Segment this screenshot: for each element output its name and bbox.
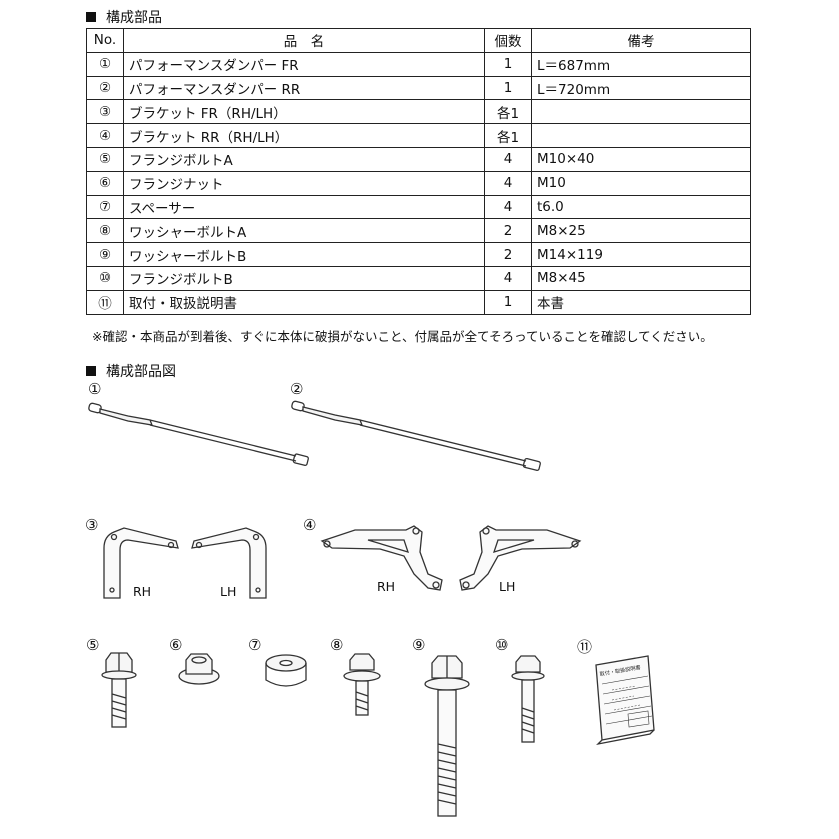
cell-no: ⑪ bbox=[86, 289, 124, 315]
damper-rr-drawing bbox=[291, 400, 541, 472]
cell-qty: 2 bbox=[484, 218, 532, 244]
fig-label-5: ⑤ bbox=[86, 636, 100, 654]
fig-label-4: ④ bbox=[303, 516, 317, 534]
table-header-row: No. 品 名 個数 備考 bbox=[86, 28, 751, 53]
square-bullet-icon bbox=[86, 366, 96, 376]
manual-booklet-drawing bbox=[595, 655, 655, 746]
flange-nut-drawing bbox=[178, 653, 220, 685]
fig3-rh-label: RH bbox=[133, 584, 152, 599]
bracket-rr-lh-drawing bbox=[459, 525, 582, 591]
washer-bolt-b-drawing bbox=[424, 655, 470, 817]
cell-no: ⑥ bbox=[86, 170, 124, 196]
cell-no: ④ bbox=[86, 123, 124, 148]
cell-no: ① bbox=[86, 51, 124, 77]
bracket-rr-rh-drawing bbox=[320, 525, 443, 591]
header-qty: 個数 bbox=[484, 28, 532, 53]
cell-note: M10×40 bbox=[531, 146, 751, 172]
diagram-section-title: 構成部品図 bbox=[86, 361, 176, 381]
cell-qty: 4 bbox=[484, 170, 532, 196]
fig-label-10: ⑩ bbox=[495, 636, 509, 654]
bracket-fr-lh-drawing bbox=[191, 527, 267, 599]
cell-name: パフォーマンスダンパー FR bbox=[123, 51, 485, 77]
confirmation-note: ※確認・本商品が到着後、すぐに本体に破損がないこと、付属品が全てそろっていること… bbox=[92, 329, 713, 344]
parts-section-label: 構成部品 bbox=[106, 10, 162, 26]
cell-name: ブラケット RR（RH/LH） bbox=[123, 123, 485, 148]
cell-no: ⑤ bbox=[86, 146, 124, 172]
square-bullet-icon bbox=[86, 12, 96, 22]
cell-qty: 4 bbox=[484, 194, 532, 220]
flange-bolt-b-drawing bbox=[511, 655, 545, 743]
header-no: No. bbox=[86, 28, 124, 53]
cell-note: 本書 bbox=[531, 289, 751, 315]
damper-fr-drawing bbox=[88, 402, 309, 467]
cell-name: 取付・取扱説明書 bbox=[123, 289, 485, 315]
fig-label-8: ⑧ bbox=[330, 636, 344, 654]
fig-label-11: ⑪ bbox=[577, 638, 593, 656]
cell-name: パフォーマンスダンパー RR bbox=[123, 75, 485, 101]
cell-name: スペーサー bbox=[123, 194, 485, 220]
fig4-rh-label: RH bbox=[377, 579, 396, 594]
fig-label-3: ③ bbox=[85, 516, 99, 534]
cell-name: ワッシャーボルトA bbox=[123, 218, 485, 244]
flange-bolt-a-drawing bbox=[101, 652, 137, 728]
fig-label-7: ⑦ bbox=[248, 636, 262, 654]
cell-no: ⑩ bbox=[86, 265, 124, 291]
cell-qty: 2 bbox=[484, 242, 532, 267]
spacer-drawing bbox=[265, 654, 307, 687]
cell-no: ⑧ bbox=[86, 218, 124, 244]
washer-bolt-a-drawing bbox=[343, 653, 381, 716]
diagram-section-label: 構成部品図 bbox=[106, 364, 176, 380]
bracket-fr-rh-drawing bbox=[103, 527, 179, 599]
cell-note: L＝687mm bbox=[531, 51, 751, 77]
fig4-lh-label: LH bbox=[499, 579, 516, 594]
cell-name: ブラケット FR（RH/LH） bbox=[123, 99, 485, 125]
cell-no: ⑨ bbox=[86, 242, 124, 267]
cell-name: フランジナット bbox=[123, 170, 485, 196]
cell-note: t6.0 bbox=[531, 194, 751, 220]
cell-name: フランジボルトB bbox=[123, 265, 485, 291]
cell-note: M8×25 bbox=[531, 218, 751, 244]
cell-name: フランジボルトA bbox=[123, 146, 485, 172]
cell-note: L＝720mm bbox=[531, 75, 751, 101]
cell-qty: 4 bbox=[484, 146, 532, 172]
cell-note: M14×119 bbox=[531, 242, 751, 267]
cell-no: ⑦ bbox=[86, 194, 124, 220]
fig-label-6: ⑥ bbox=[169, 636, 183, 654]
fig-label-9: ⑨ bbox=[412, 636, 426, 654]
parts-section-title: 構成部品 bbox=[86, 7, 162, 27]
cell-note bbox=[531, 123, 751, 148]
cell-note: M10 bbox=[531, 170, 751, 196]
fig3-lh-label: LH bbox=[220, 584, 237, 599]
fig-label-1: ① bbox=[88, 380, 102, 398]
header-name: 品 名 bbox=[123, 28, 485, 53]
cell-qty: 各1 bbox=[484, 123, 532, 148]
header-note: 備考 bbox=[531, 28, 751, 53]
fig-label-2: ② bbox=[290, 380, 304, 398]
